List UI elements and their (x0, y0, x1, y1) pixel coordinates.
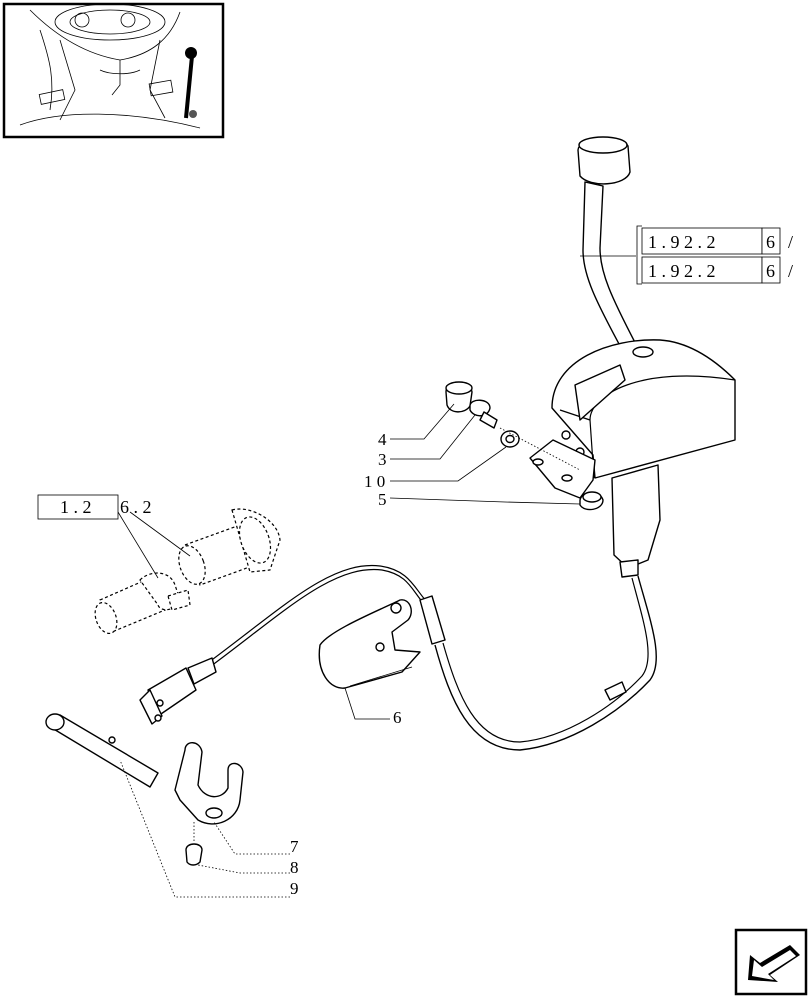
reference-box-1[interactable]: 1 . 9 2 . 2 6 / (636, 225, 793, 285)
label-part-4: 4 (378, 430, 387, 449)
part-9-pin[interactable] (45, 713, 159, 788)
reference-code-2: 1 . 9 2 . 2 (648, 261, 716, 281)
label-part-8: 8 (290, 858, 299, 877)
tractor-cab-thumbnail[interactable] (2, 2, 225, 139)
part-10-washer[interactable] (500, 430, 520, 448)
gear-cable (204, 564, 657, 751)
label-part-6: 6 (393, 708, 402, 727)
part-6-bracket[interactable] (318, 599, 421, 689)
label-part-9: 9 (290, 879, 299, 898)
reference-box-2[interactable]: 1 . 9 2 . 2 6 / (641, 256, 793, 284)
label-part-3: 3 (378, 450, 387, 469)
part-4-cap[interactable] (445, 381, 473, 413)
reference-tail-1: / (788, 232, 793, 252)
reference-code-3: 1 . 2 (60, 497, 92, 517)
gear-lever-assembly (529, 136, 736, 578)
reference-suffix-2: 6 (766, 261, 775, 281)
label-part-10: 1 0 (364, 472, 385, 491)
reference-code-1: 1 . 9 2 . 2 (648, 232, 716, 252)
reference-box-3[interactable]: 1 . 2 6 . 2 (37, 494, 152, 520)
reference-shaft-assembly (94, 508, 281, 635)
reference-suffix-1: 6 (766, 232, 775, 252)
reference-suffix-3: 6 . 2 (120, 497, 152, 517)
part-5-nut[interactable] (579, 491, 604, 511)
label-part-5: 5 (378, 490, 387, 509)
part-8-screw[interactable] (185, 822, 203, 866)
arrow-back-icon[interactable] (734, 928, 808, 996)
cable-clevis (139, 657, 217, 725)
leader-lines (119, 255, 636, 898)
label-part-7: 7 (290, 837, 299, 856)
reference-tail-2: / (788, 261, 793, 281)
part-3-bolt[interactable] (469, 399, 498, 429)
part-7-shift-fork[interactable] (174, 742, 244, 825)
